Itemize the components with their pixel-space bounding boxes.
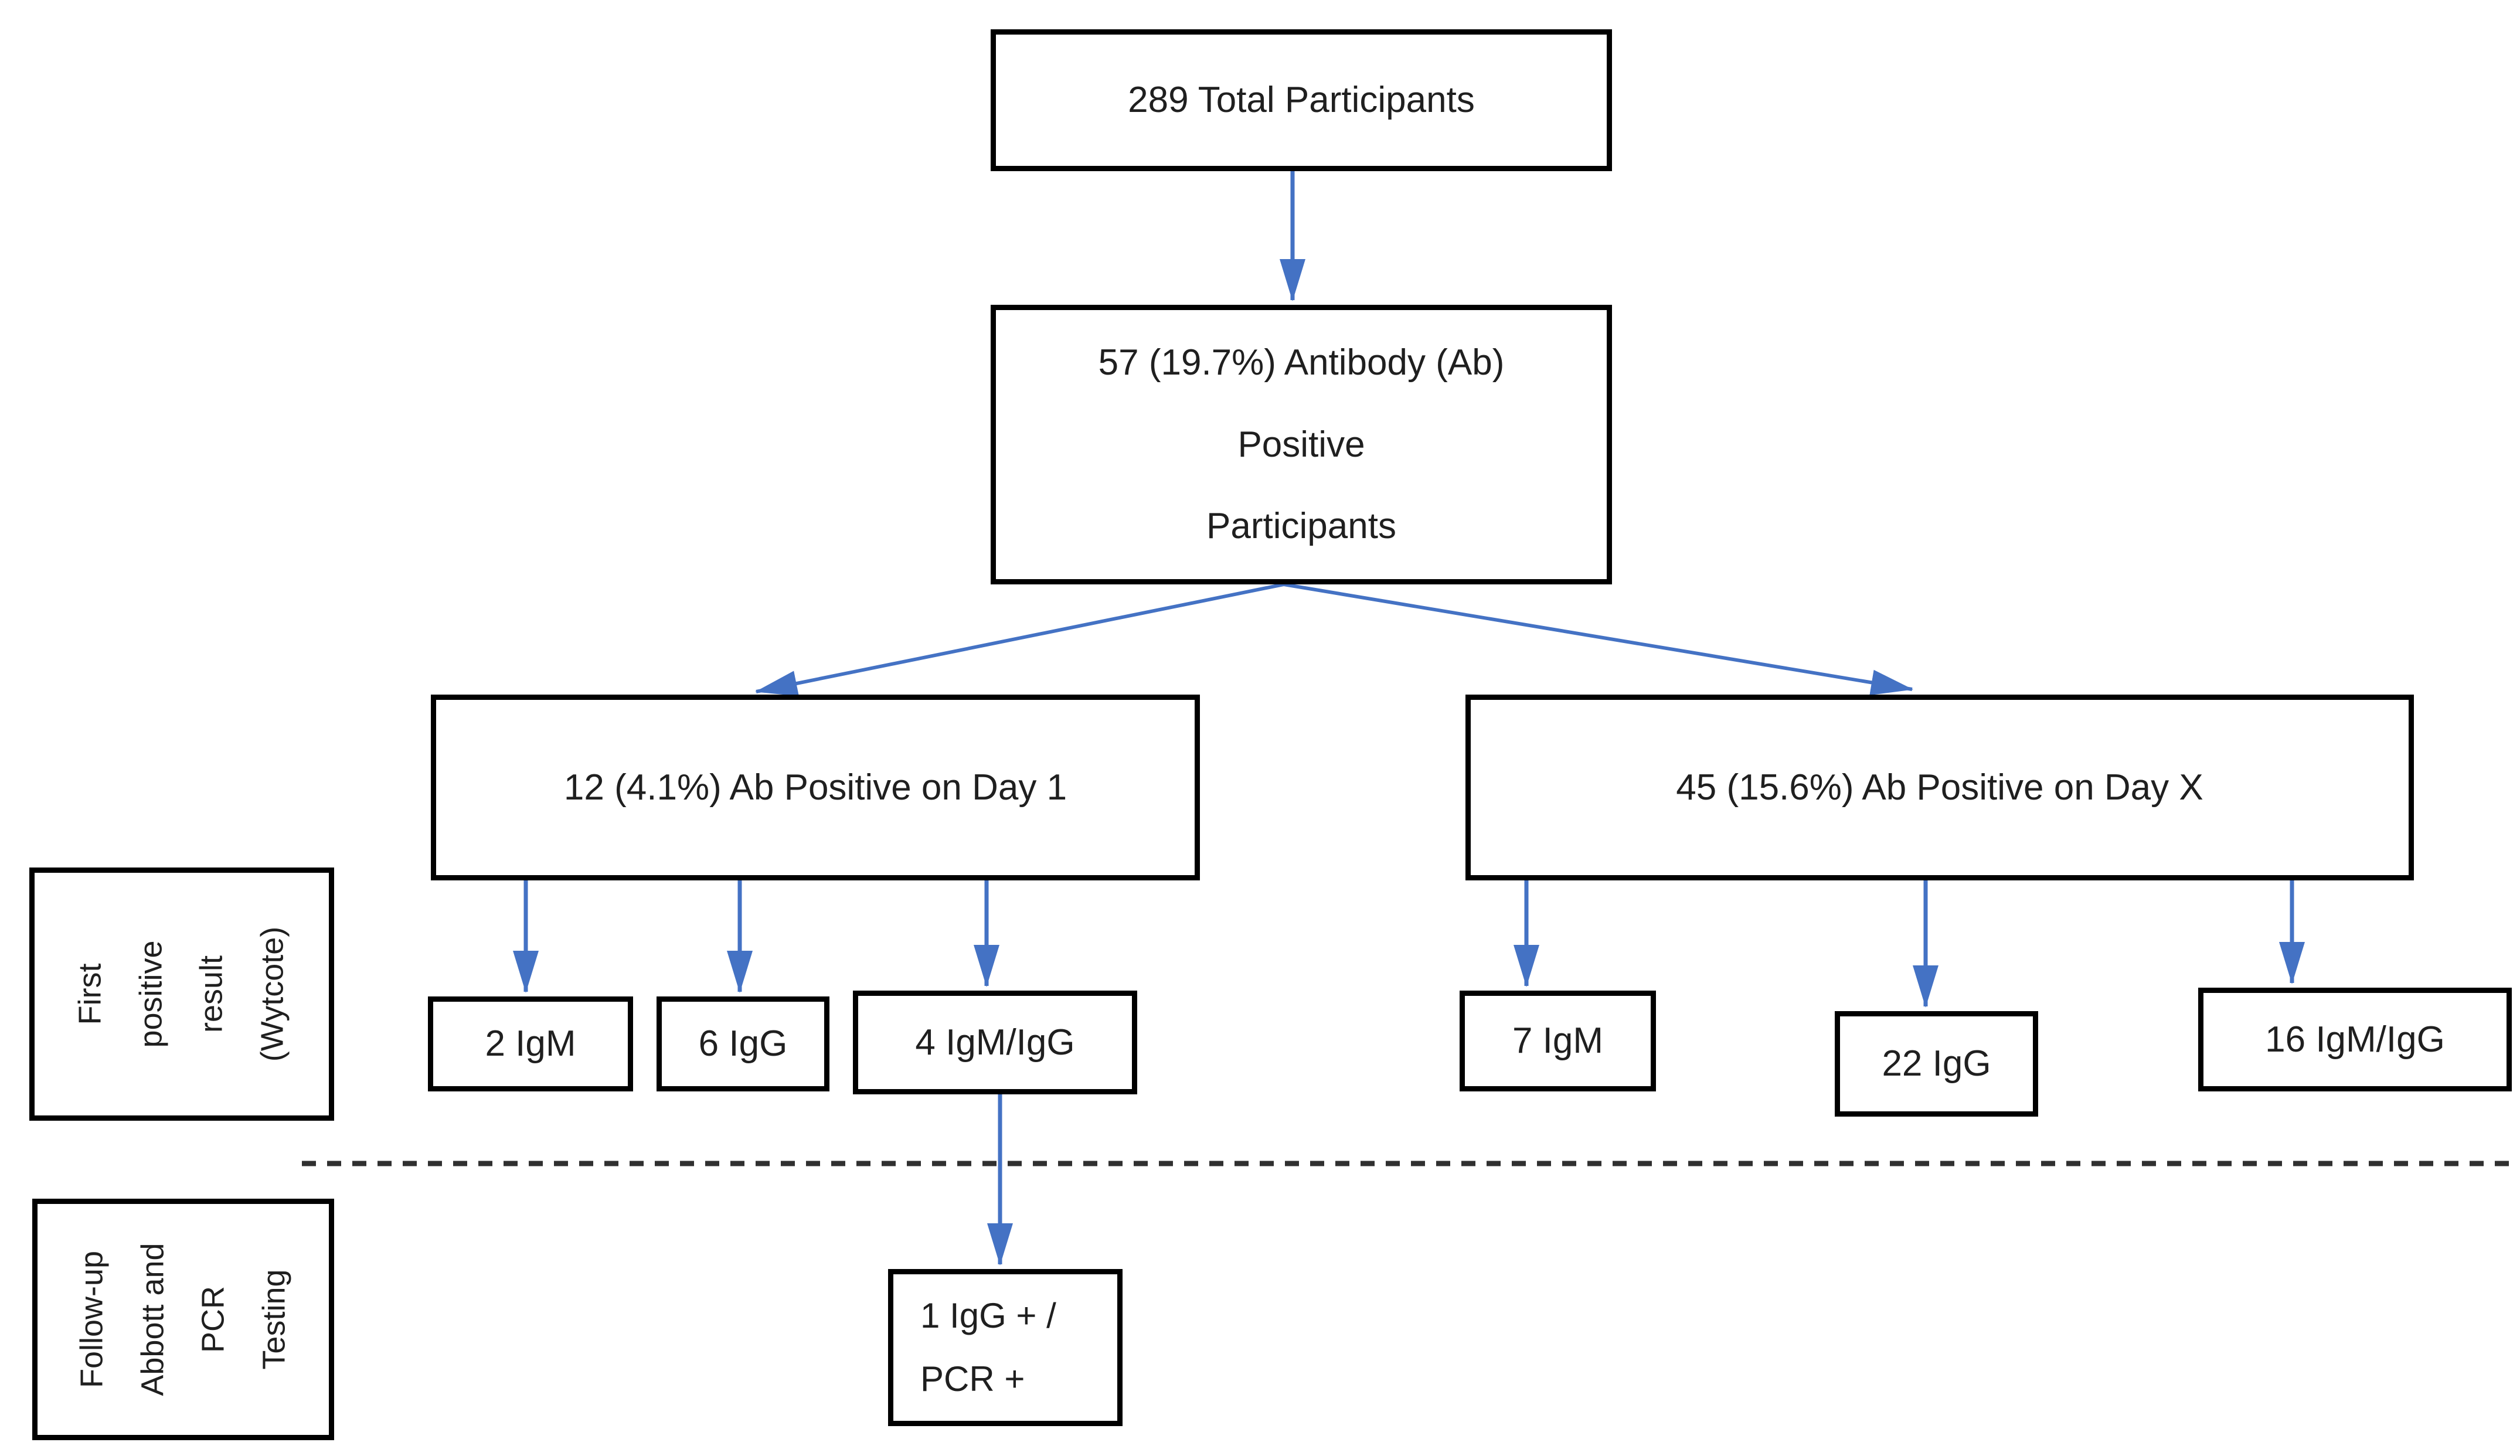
box-ab-positive-day1: 12 (4.1%) Ab Positive on Day 1 — [431, 695, 1200, 880]
box-ab-positive-dayx-label: 45 (15.6%) Ab Positive on Day X — [1676, 767, 2203, 808]
row-label-first-line3: result — [194, 955, 229, 1033]
box-22-igg-label: 22 IgG — [1882, 1043, 1991, 1084]
box-antibody-positive-line3: Participants — [1206, 506, 1396, 547]
row-label-followup-line3: PCR — [195, 1286, 231, 1353]
row-label-followup-line2: Abbott and — [134, 1243, 170, 1396]
box-antibody-positive-line2: Positive — [1237, 424, 1365, 465]
box-igg-pcr-positive: 1 IgG + / PCR + — [888, 1269, 1123, 1426]
arrow-ab-to-day1 — [755, 583, 1284, 696]
box-igg-pcr-positive-line2: PCR + — [920, 1359, 1025, 1399]
box-antibody-positive-line1: 57 (19.7%) Antibody (Ab) — [1098, 342, 1505, 383]
box-antibody-positive: 57 (19.7%) Antibody (Ab) Positive Partic… — [991, 305, 1612, 584]
box-igg-pcr-positive-line1: 1 IgG + / — [920, 1296, 1056, 1335]
row-label-followup-line4: Testing — [256, 1269, 292, 1370]
box-2-igm: 2 IgM — [428, 996, 633, 1091]
box-16-igm-igg: 16 IgM/IgG — [2198, 988, 2512, 1091]
box-6-igg: 6 IgG — [657, 996, 829, 1091]
box-2-igm-label: 2 IgM — [485, 1023, 576, 1064]
row-label-followup-line1: Follow-up — [74, 1250, 110, 1389]
row-label-followup-testing-text: Follow-up Abbott and PCR Testing — [62, 1202, 305, 1437]
box-7-igm-label: 7 IgM — [1512, 1020, 1604, 1062]
row-label-first-line2: positive — [133, 940, 169, 1048]
box-22-igg: 22 IgG — [1835, 1011, 2038, 1117]
box-7-igm: 7 IgM — [1460, 991, 1656, 1091]
box-total-participants: 289 Total Participants — [991, 29, 1612, 171]
row-label-followup-testing: Follow-up Abbott and PCR Testing — [32, 1199, 334, 1440]
box-16-igm-igg-label: 16 IgM/IgG — [2265, 1019, 2445, 1060]
row-label-first-positive-result-text: First positive result (Wytcote) — [60, 871, 304, 1117]
row-label-first-line1: First — [72, 963, 108, 1025]
box-total-participants-label: 289 Total Participants — [1128, 80, 1475, 121]
row-label-first-positive-result: First positive result (Wytcote) — [29, 868, 334, 1121]
arrow-ab-to-dayx — [1283, 583, 1913, 696]
row-label-first-line4: (Wytcote) — [254, 926, 290, 1062]
box-6-igg-label: 6 IgG — [698, 1023, 788, 1064]
box-4-igm-igg: 4 IgM/IgG — [853, 991, 1137, 1094]
box-ab-positive-dayx: 45 (15.6%) Ab Positive on Day X — [1465, 695, 2414, 880]
box-ab-positive-day1-label: 12 (4.1%) Ab Positive on Day 1 — [563, 767, 1067, 808]
box-4-igm-igg-label: 4 IgM/IgG — [915, 1022, 1075, 1063]
